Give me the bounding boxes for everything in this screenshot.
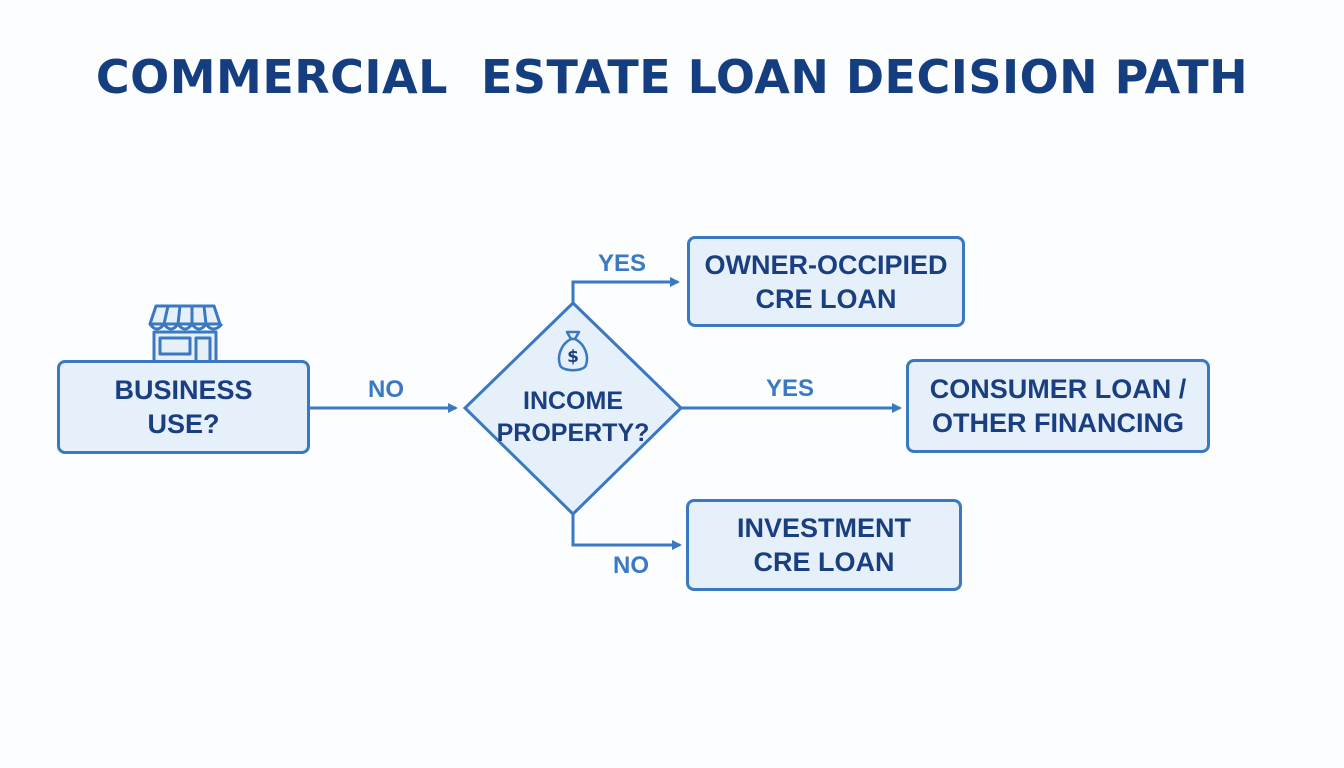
investment-line2: CRE LOAN: [753, 547, 895, 577]
owner-occupied-line1: OWNER-OCCIPIED: [704, 249, 948, 280]
edge-label-consumer-yes: YES: [766, 375, 815, 402]
income-property-line1: INCOME: [523, 387, 623, 415]
edge-income-to-investment: [571, 514, 682, 550]
income-property-label: INCOME PROPERTY?: [483, 385, 663, 449]
svg-text:$: $: [567, 347, 579, 367]
consumer-loan-line1: CONSUMER LOAN /: [929, 374, 1187, 404]
consumer-loan-line2: OTHER FINANCING: [932, 408, 1184, 438]
investment-line1: INVESTMENT: [736, 513, 911, 543]
income-property-line2: PROPERTY?: [496, 419, 650, 447]
business-use-box: BUSINESS USE?: [57, 360, 310, 454]
page-title: COMMERCIAL ESTATE LOAN DECISION PATH: [95, 50, 1249, 104]
money-bag-icon: $: [557, 330, 589, 372]
investment-box: INVESTMENT CRE LOAN: [686, 499, 962, 591]
owner-occupied-line2: CRE LOAN: [755, 283, 897, 314]
edge-label-business-no: NO: [368, 376, 404, 403]
owner-occupied-box: OWNER-OCCIPIED CRE LOAN: [687, 236, 965, 327]
storefront-icon: [148, 304, 224, 368]
edge-label-owner-yes: YES: [598, 250, 647, 277]
edge-label-investment-no: NO: [613, 552, 649, 579]
business-use-line1: BUSINESS: [114, 375, 253, 405]
edge-income-to-owner: [571, 277, 680, 303]
consumer-loan-box: CONSUMER LOAN / OTHER FINANCING: [906, 359, 1210, 453]
business-use-line2: USE?: [147, 409, 220, 439]
